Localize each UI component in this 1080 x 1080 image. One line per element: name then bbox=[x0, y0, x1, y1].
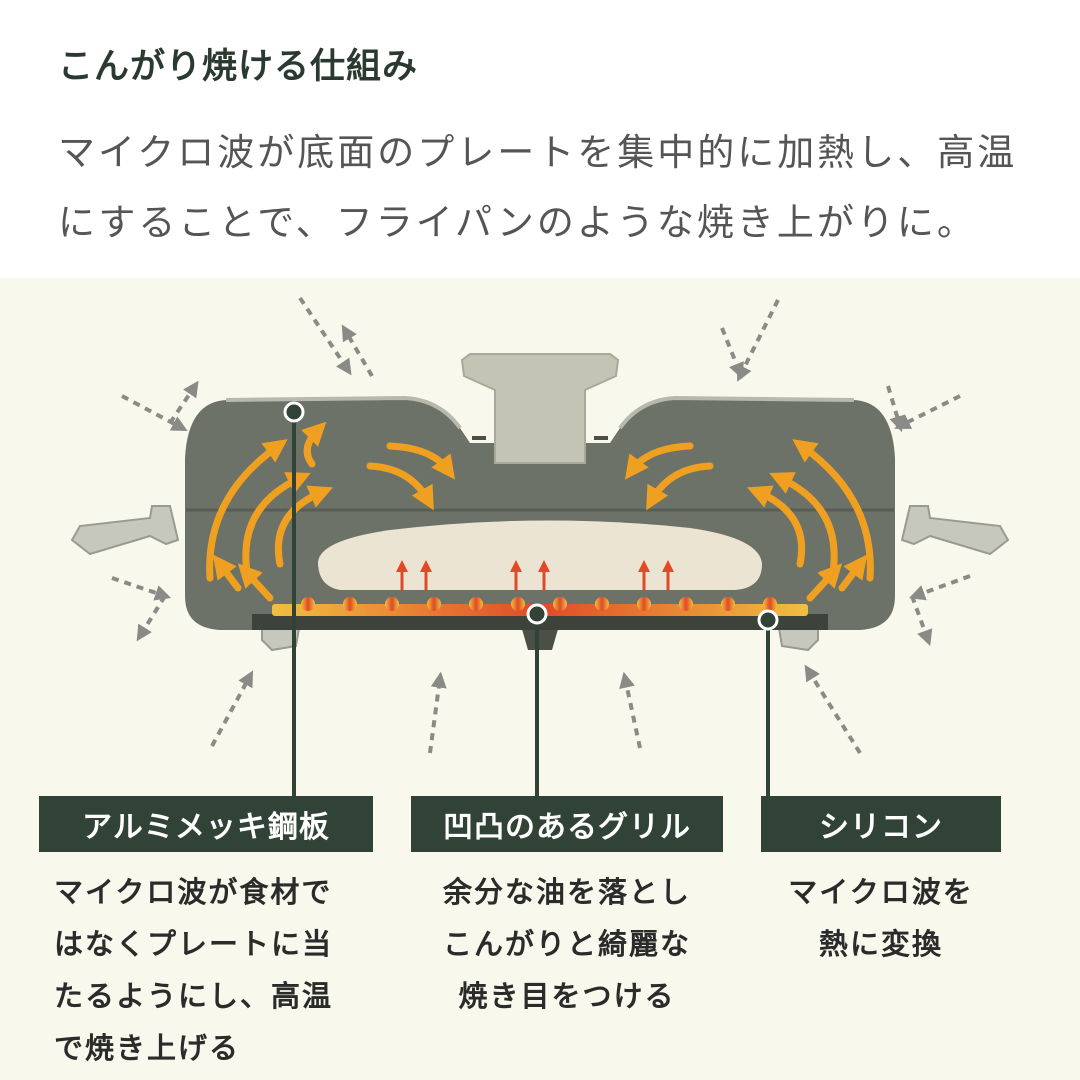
steam-arrow-icon bbox=[396, 560, 674, 590]
lead-line-2: にすることで、フライパンのような焼き上がりに。 bbox=[58, 201, 977, 244]
lead-line-1: マイクロ波が底面のプレートを集中的に加熱し、高温 bbox=[58, 131, 1018, 174]
desc-line: 焼き目をつける bbox=[458, 979, 676, 1013]
microwave-arrow-icon bbox=[111, 296, 971, 755]
leader-dots bbox=[283, 401, 779, 631]
desc-line: たるようにし、高温 bbox=[54, 979, 334, 1013]
label-silicone: シリコン bbox=[761, 796, 1001, 852]
desc-uneven-grill: 余分な油を落とし こんがりと綺麗な 焼き目をつける bbox=[411, 866, 723, 1022]
label-aluminized-steel-text: アルミメッキ鋼板 bbox=[82, 810, 330, 845]
leader-lines bbox=[292, 412, 770, 796]
pan-handles bbox=[70, 505, 1010, 556]
desc-line: はなくプレートに当 bbox=[54, 927, 334, 961]
desc-silicone: マイクロ波を 熱に変換 bbox=[761, 866, 1001, 970]
label-silicone-text: シリコン bbox=[819, 810, 943, 845]
desc-line: こんがりと綺麗な bbox=[442, 927, 691, 961]
header-section: こんがり焼ける仕組み マイクロ波が底面のプレートを集中的に加熱し、高温 にするこ… bbox=[0, 0, 1080, 278]
heat-flow-arrow-icon bbox=[206, 421, 874, 602]
label-uneven-grill: 凹凸のあるグリル bbox=[411, 796, 723, 852]
grill-pan-diagram bbox=[70, 296, 1010, 796]
page-title: こんがり焼ける仕組み bbox=[58, 47, 419, 87]
desc-line: で焼き上げる bbox=[54, 1031, 241, 1065]
desc-line: マイクロ波が食材で bbox=[54, 875, 333, 909]
lead-text: マイクロ波が底面のプレートを集中的に加熱し、高温 にすることで、フライパンのよう… bbox=[58, 118, 1048, 258]
desc-line: マイクロ波を bbox=[788, 875, 974, 909]
label-aluminized-steel: アルミメッキ鋼板 bbox=[39, 796, 373, 852]
desc-aluminized-steel: マイクロ波が食材で はなくプレートに当 たるようにし、高温 で焼き上げる bbox=[54, 866, 333, 1074]
desc-line: 熱に変換 bbox=[818, 927, 943, 961]
desc-line: 余分な油を落とし bbox=[442, 875, 691, 909]
label-uneven-grill-text: 凹凸のあるグリル bbox=[443, 810, 691, 845]
food-item bbox=[318, 520, 762, 590]
lid-knob bbox=[460, 353, 620, 464]
